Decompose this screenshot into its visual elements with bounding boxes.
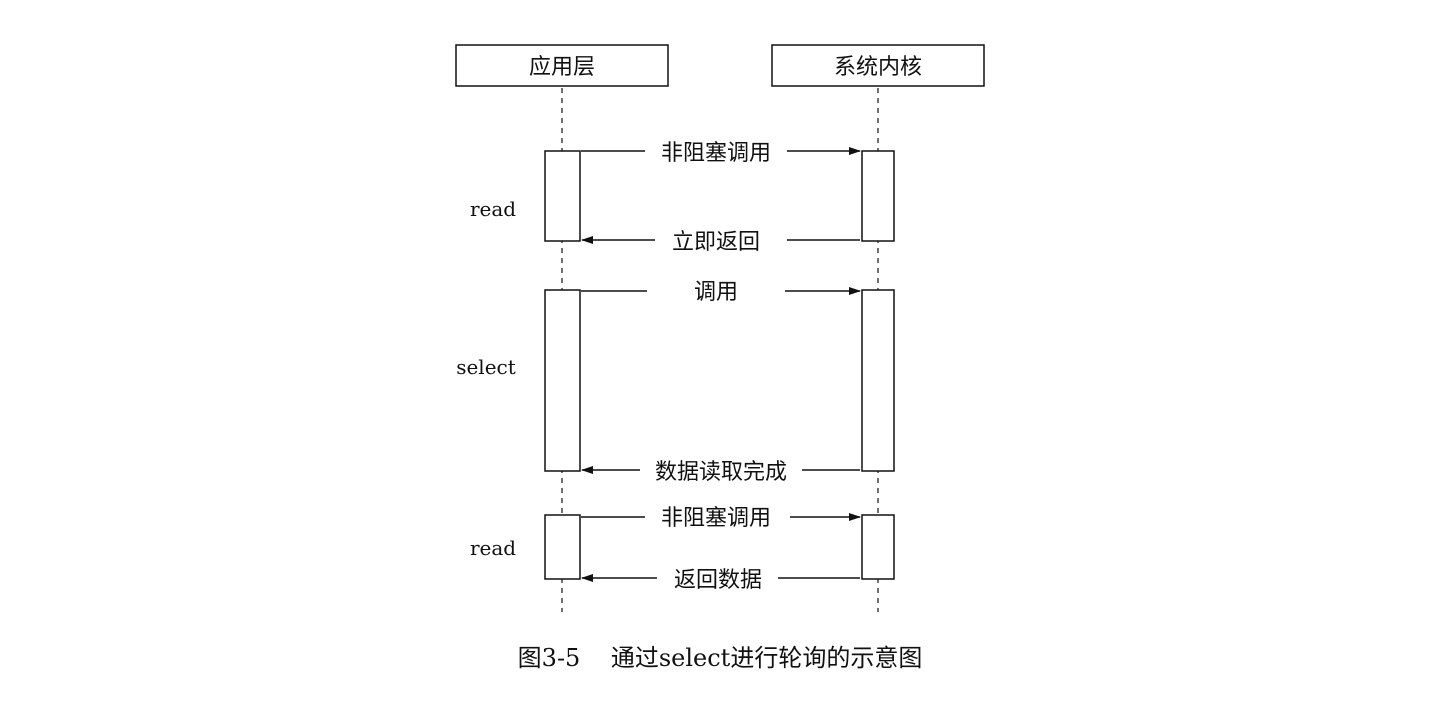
message-label: 数据读取完成 [655, 460, 787, 485]
activation-app-read-1 [544, 150, 581, 242]
participant-app-layer: 应用层 [455, 44, 669, 87]
message-call: 调用 [581, 280, 861, 305]
figure-caption: 图3-5 通过select进行轮询的示意图 [517, 644, 923, 672]
message-label: 调用 [694, 280, 738, 305]
activation-kernel-read-2 [861, 514, 895, 580]
message-label: 返回数据 [674, 568, 762, 593]
message-label: 立即返回 [672, 230, 760, 255]
activation-app-select [544, 289, 581, 472]
phase-label-read-2: read [470, 536, 516, 560]
activation-kernel-select [861, 289, 895, 472]
participant-app-layer-label: 应用层 [529, 55, 595, 80]
activation-app-read-2 [544, 514, 581, 580]
message-data-read-complete: 数据读取完成 [581, 460, 860, 485]
message-label: 非阻塞调用 [661, 141, 771, 166]
phase-label-select: select [456, 355, 516, 379]
message-nonblocking-call-1: 非阻塞调用 [581, 141, 861, 166]
message-nonblocking-call-2: 非阻塞调用 [581, 506, 861, 531]
message-label: 非阻塞调用 [661, 506, 771, 531]
activation-kernel-read-1 [861, 150, 895, 242]
phase-label-read-1: read [470, 197, 516, 221]
participant-system-kernel-label: 系统内核 [834, 55, 922, 80]
message-immediate-return: 立即返回 [581, 230, 860, 255]
message-return-data: 返回数据 [581, 568, 860, 593]
participant-system-kernel: 系统内核 [771, 44, 985, 87]
